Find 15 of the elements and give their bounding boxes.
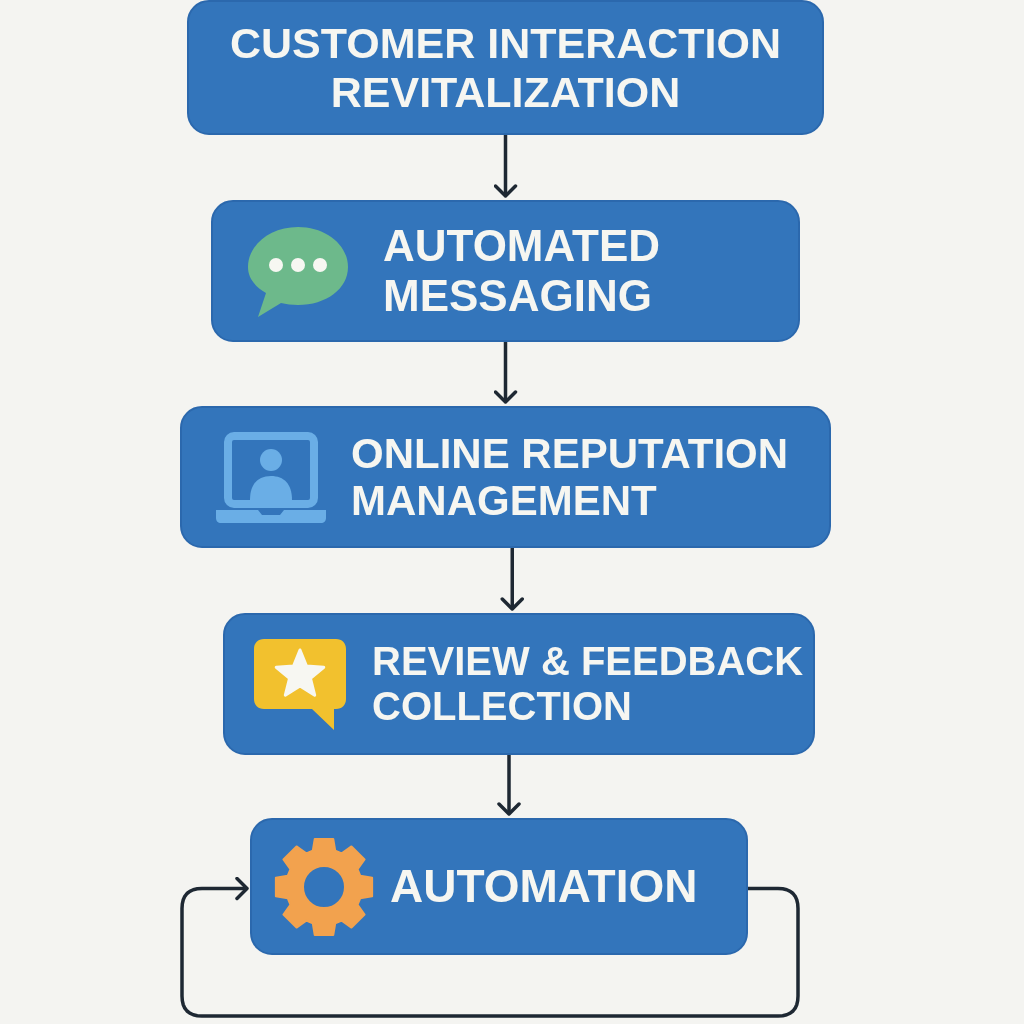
step-title: AUTOMATION — [390, 860, 698, 913]
step-title: ONLINE REPUTATION MANAGEMENT — [351, 429, 790, 525]
arrow — [500, 548, 524, 611]
arrow — [493, 135, 518, 198]
arrow — [180, 876, 800, 1018]
step-title: CUSTOMER INTERACTION REVITALIZATION — [228, 18, 782, 117]
process-box — [223, 613, 815, 755]
process-box — [250, 818, 748, 955]
process-box — [180, 406, 831, 548]
arrow — [497, 755, 521, 816]
step-title: REVIEW & FEEDBACK COLLECTION — [372, 638, 805, 730]
step-title: AUTOMATED MESSAGING — [383, 221, 662, 321]
process-box — [211, 200, 800, 342]
process-box — [187, 0, 824, 135]
arrow — [493, 342, 518, 404]
